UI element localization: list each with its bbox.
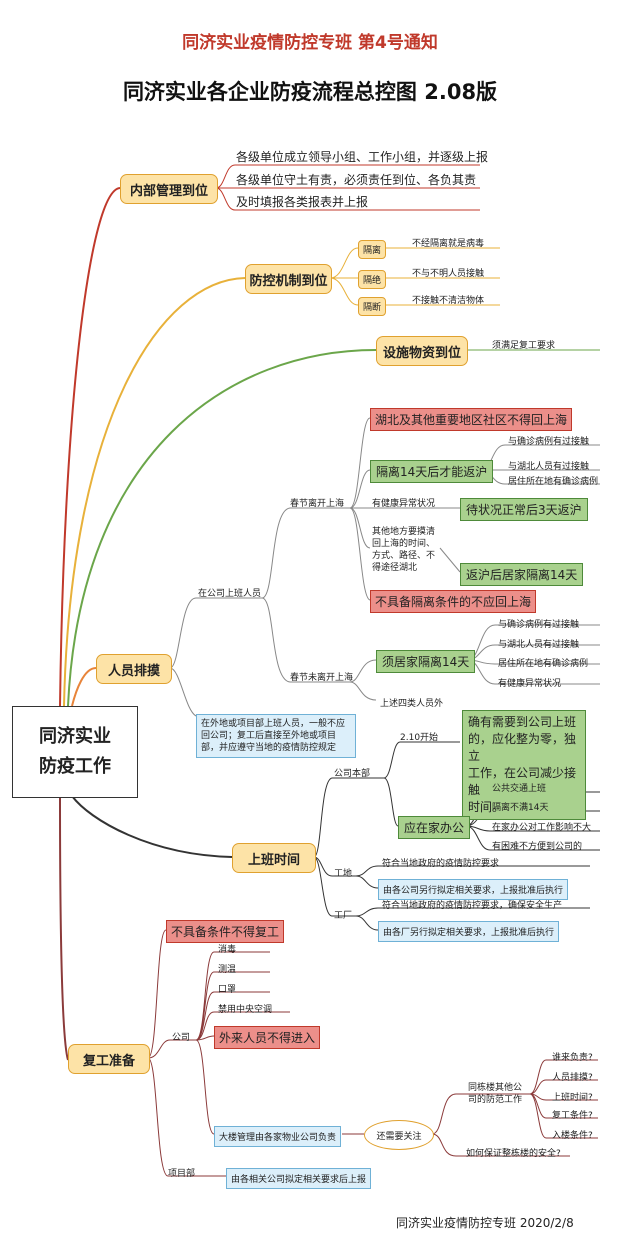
resume-item: 测温	[218, 965, 237, 975]
question-item: 上班时间?	[552, 1093, 593, 1103]
site-label: 工地	[334, 869, 353, 879]
home-office-reason: 公共交通上班	[492, 784, 547, 794]
internal-item: 各级单位成立领导小组、工作小组，并逐级上报	[236, 150, 489, 164]
need-office-box: 确有需要到公司上班 的，应化整为零，独立 工作，在公司减少接触 时间。	[462, 710, 586, 820]
isolate-reason: 居住所在地有确诊病例	[508, 477, 599, 487]
home-reason: 有健康异常状况	[498, 679, 562, 689]
root-line-2: 防疫工作	[39, 756, 111, 777]
other-places-note: 其他地方要摸清 回上海的时间、 方式、路径、不 得途径湖北	[372, 527, 436, 573]
branch-resume: 复工准备	[68, 1044, 150, 1074]
stay-shanghai-label: 春节未离开上海	[290, 673, 354, 683]
company-label: 公司	[172, 1033, 191, 1043]
question-item: 入楼条件?	[552, 1131, 593, 1141]
home-office-reason: 在家办公对工作影响不大	[492, 823, 592, 833]
branch-internal: 内部管理到位	[120, 174, 218, 204]
branch-prevention: 防控机制到位	[245, 264, 332, 294]
resume-item: 口罩	[218, 985, 237, 995]
facilities-note: 须满足复工要求	[492, 341, 556, 351]
hq-label: 公司本部	[334, 769, 371, 779]
question-item: 复工条件?	[552, 1111, 593, 1121]
prevention-note: 不接触不清洁物体	[412, 296, 485, 306]
home-office-reason: 有困难不方便到公司的	[492, 842, 583, 852]
site-note: 符合当地政府的疫情防控要求	[382, 859, 500, 869]
isolate-reason: 与湖北人员有过接触	[508, 462, 590, 472]
others-label: 上述四类人员外	[380, 699, 444, 709]
return3-box: 待状况正常后3天返沪	[460, 498, 588, 521]
outsiders-red-box: 外来人员不得进入	[214, 1026, 321, 1049]
other-companies-note: 同栋楼其他公 司的防范工作	[468, 1083, 523, 1105]
resume-item: 消毒	[218, 945, 237, 955]
building-safety-note: 如何保证整栋楼的安全?	[466, 1149, 561, 1159]
attention-ellipse: 还需要关注	[364, 1120, 434, 1150]
home-reason: 与湖北人员有过接触	[498, 640, 580, 650]
internal-item: 及时填报各类报表并上报	[236, 195, 369, 209]
factory-label: 工厂	[334, 911, 353, 921]
remote-staff-note: 在外地或项目部上班人员，一般不应 回公司；复工后直接至外地或项目 部，并应遵守当…	[196, 714, 356, 758]
internal-item: 各级单位守土有责，必须责任到位、各负其责	[236, 173, 477, 187]
abnormal-label: 有健康异常状况	[372, 499, 436, 509]
isolate14-box: 隔离14天后才能返沪	[370, 460, 494, 483]
from-210-label: 2.10开始	[400, 733, 439, 743]
root-line-1: 同济实业	[39, 726, 111, 747]
project-label: 项目部	[168, 1169, 196, 1179]
isolate-reason: 与确诊病例有过接触	[508, 437, 590, 447]
project-blue-box: 由各相关公司拟定相关要求后上报	[226, 1168, 372, 1189]
prevention-note: 不与不明人员接触	[412, 269, 485, 279]
prevention-box: 隔绝	[358, 270, 387, 289]
footer-signature: 同济实业疫情防控专班 2020/2/8	[396, 1216, 574, 1230]
no-resume-box: 不具备条件不得复工	[166, 920, 285, 943]
question-item: 人员排摸?	[552, 1073, 593, 1083]
hubei-red-box: 湖北及其他重要地区社区不得回上海	[370, 408, 573, 431]
working-staff-label: 在公司上班人员	[198, 589, 262, 599]
home-office-box: 应在家办公	[398, 816, 471, 839]
factory-note: 符合当地政府的疫情防控要求，确保安全生产	[382, 901, 563, 911]
resume-item: 禁用中央空调	[218, 1005, 273, 1015]
home-isolation-box: 须居家隔离14天	[376, 650, 476, 673]
home-office-reason: 隔离不满14天	[492, 803, 549, 813]
home-reason: 与确诊病例有过接触	[498, 620, 580, 630]
home14-box: 返沪后居家隔离14天	[460, 563, 584, 586]
prevention-box: 隔离	[358, 240, 387, 259]
building-mgmt-box: 大楼管理由各家物业公司负责	[214, 1126, 342, 1147]
page-title: 同济实业各企业防疫流程总控图 2.08版	[122, 80, 498, 104]
root-node: 同济实业 防疫工作	[12, 706, 138, 798]
branch-work-time: 上班时间	[232, 843, 316, 873]
prevention-box: 隔断	[358, 297, 387, 316]
site-blue-box: 由各公司另行拟定相关要求，上报批准后执行	[378, 879, 569, 900]
branch-facilities: 设施物资到位	[376, 336, 468, 366]
prevention-note: 不经隔离就是病毒	[412, 239, 485, 249]
question-item: 谁来负责?	[552, 1053, 593, 1063]
home-reason: 居住所在地有确诊病例	[498, 659, 589, 669]
left-shanghai-label: 春节离开上海	[290, 499, 345, 509]
no-condition-box: 不具备隔离条件的不应回上海	[370, 590, 537, 613]
factory-blue-box: 由各厂另行拟定相关要求，上报批准后执行	[378, 921, 560, 942]
branch-personnel: 人员排摸	[96, 654, 172, 684]
notice-title: 同济实业疫情防控专班 第4号通知	[182, 33, 438, 53]
